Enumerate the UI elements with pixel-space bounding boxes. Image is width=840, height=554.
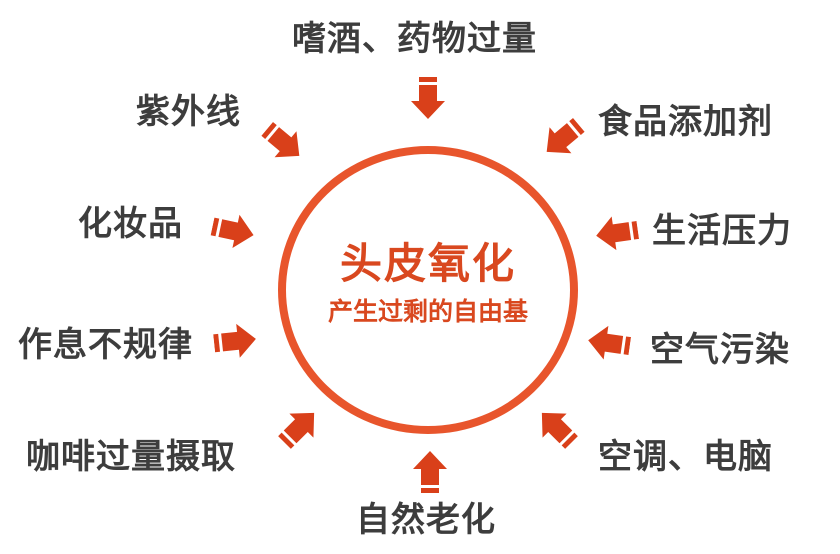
center-title: 头皮氧化 (339, 239, 516, 288)
arrow-icon-left-2 (212, 320, 260, 362)
factor-label-right-2: 空气污染 (650, 330, 790, 370)
factor-label-left-1: 化妆品 (78, 204, 183, 244)
arrow-icon-top (409, 77, 447, 121)
arrow-icon-bottom (411, 449, 449, 493)
center-subtitle: 产生过剩的自由基 (327, 297, 528, 326)
arrow-icon-left-1 (209, 208, 260, 254)
factor-label-top-right: 食品添加剂 (598, 102, 773, 142)
factor-label-top: 嗜酒、药物过量 (292, 19, 537, 59)
factor-label-bottom-right: 空调、电脑 (598, 437, 773, 477)
center-circle: 头皮氧化 产生过剩的自由基 (278, 146, 578, 434)
arrow-icon-top-right (533, 110, 591, 167)
arrow-icon-right-1 (592, 211, 641, 255)
factor-label-left-2: 作息不规律 (18, 325, 193, 365)
arrow-icon-top-left (255, 114, 313, 171)
arrow-icon-bottom-left (271, 398, 329, 456)
factor-label-right-1: 生活压力 (652, 211, 792, 251)
factor-label-bottom-left: 咖啡过量摄取 (26, 437, 236, 477)
factor-label-bottom: 自然老化 (356, 500, 496, 540)
arrow-icon-right-2 (584, 321, 633, 365)
factor-label-top-left: 紫外线 (136, 92, 241, 132)
arrow-icon-bottom-right (527, 398, 585, 456)
